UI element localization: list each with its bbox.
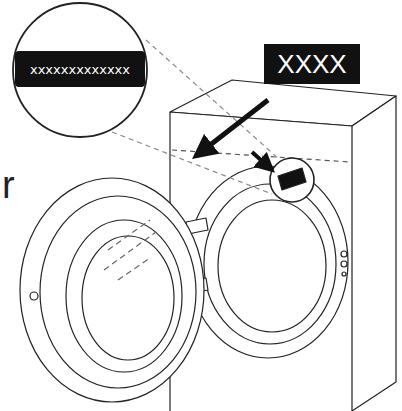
button xyxy=(341,251,347,257)
door-glass xyxy=(66,220,182,372)
door-outer xyxy=(20,178,204,402)
label-text: xxxxxxxxxxxxx xyxy=(30,62,130,77)
door-rim xyxy=(40,196,196,388)
button xyxy=(342,272,346,276)
door-glass-inner xyxy=(82,236,174,360)
pointer-arrow xyxy=(252,152,272,170)
magnified-label: xxxxxxxxxxxxx xyxy=(15,51,145,87)
magnifier-circle xyxy=(13,3,147,137)
magnifier-leader xyxy=(112,132,272,194)
glass-reflection xyxy=(104,220,156,280)
label-location xyxy=(278,168,306,190)
machine-side xyxy=(352,96,396,411)
label-box: XXXX xyxy=(264,44,360,84)
button xyxy=(341,261,347,267)
magnifier-leader xyxy=(146,40,280,160)
door-opening-inner xyxy=(204,184,336,344)
label-text: XXXX xyxy=(277,49,346,80)
door-catch xyxy=(30,292,38,300)
drum-opening xyxy=(218,200,326,332)
pointer-arrow xyxy=(196,100,268,156)
cut-off-text: r xyxy=(2,164,15,207)
door-opening-outer xyxy=(188,166,348,358)
label-location-circle xyxy=(270,158,314,202)
